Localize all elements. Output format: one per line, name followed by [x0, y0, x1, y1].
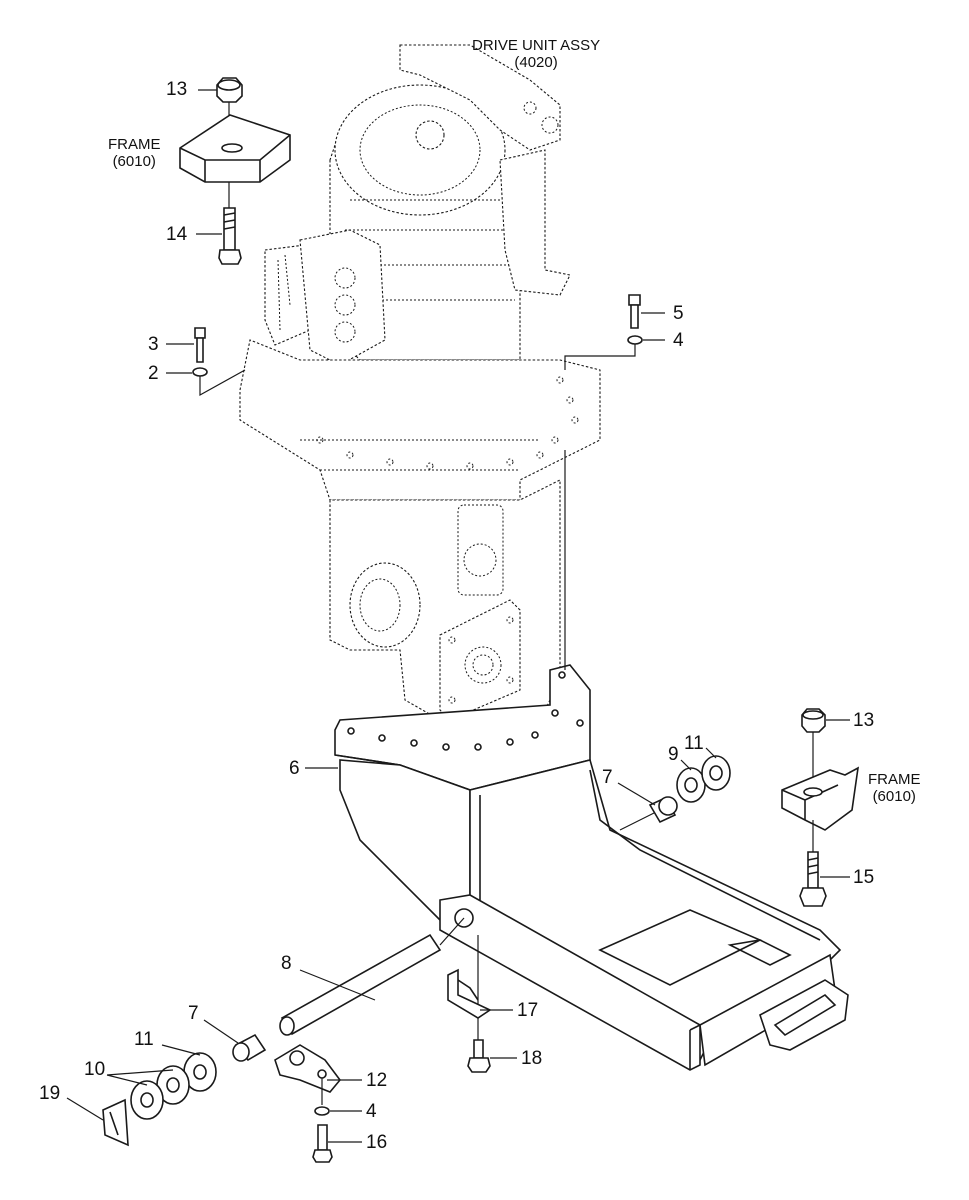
part-number-18: 18 — [521, 1048, 543, 1069]
part-number-14: 14 — [166, 224, 188, 245]
bolt-3-washer-2 — [192, 327, 246, 397]
left-bush-washers — [102, 1033, 267, 1147]
bolt-5-washer-4 — [564, 294, 643, 670]
frame-6-bracket — [334, 664, 849, 1071]
part-number-11-right: 11 — [684, 733, 704, 754]
part-number-7-left: 7 — [188, 1003, 199, 1024]
caption-frame-right-line1: FRAME — [868, 771, 921, 788]
part-number-5: 5 — [673, 303, 684, 324]
caption-frame-right: FRAME (6010) — [868, 771, 921, 805]
part-number-8: 8 — [281, 953, 292, 974]
caption-drive-unit-assy: DRIVE UNIT ASSY (4020) — [472, 37, 601, 71]
caption-frame-top: FRAME (6010) — [108, 136, 161, 170]
part-number-19: 19 — [39, 1083, 61, 1104]
part-number-4-top: 4 — [673, 330, 684, 351]
right-pin-bush-washers — [619, 755, 731, 831]
caption-frame-top-line2: (6010) — [112, 152, 156, 170]
part-number-11-left: 11 — [134, 1029, 154, 1050]
part-number-9: 9 — [668, 744, 679, 765]
part-number-2: 2 — [148, 363, 159, 384]
caption-frame-right-line2: (6010) — [872, 787, 916, 805]
part-number-4-bottom: 4 — [366, 1101, 377, 1122]
part-number-13-top: 13 — [166, 79, 188, 100]
caption-drive-unit-line1: DRIVE UNIT ASSY — [472, 37, 601, 54]
right-frame-mount — [781, 708, 860, 907]
part-number-10: 10 — [84, 1059, 106, 1080]
part-number-3: 3 — [148, 334, 159, 355]
drive-unit-assembly — [239, 44, 601, 721]
caption-drive-unit-line2: (4020) — [514, 53, 558, 71]
caption-frame-top-line1: FRAME — [108, 136, 161, 153]
lock-plate-12 — [274, 1044, 342, 1163]
top-frame-mount — [179, 77, 291, 265]
part-number-15: 15 — [853, 867, 875, 888]
part-number-12: 12 — [366, 1070, 388, 1091]
part-number-7-right: 7 — [602, 767, 613, 788]
part-number-6: 6 — [289, 758, 300, 779]
part-number-17: 17 — [517, 1000, 539, 1021]
pin-8 — [279, 917, 465, 1036]
leader-lines — [66, 89, 850, 1143]
part-number-16: 16 — [366, 1132, 388, 1153]
part-number-13-right: 13 — [853, 710, 875, 731]
clip-17-bolt-18 — [447, 935, 492, 1073]
